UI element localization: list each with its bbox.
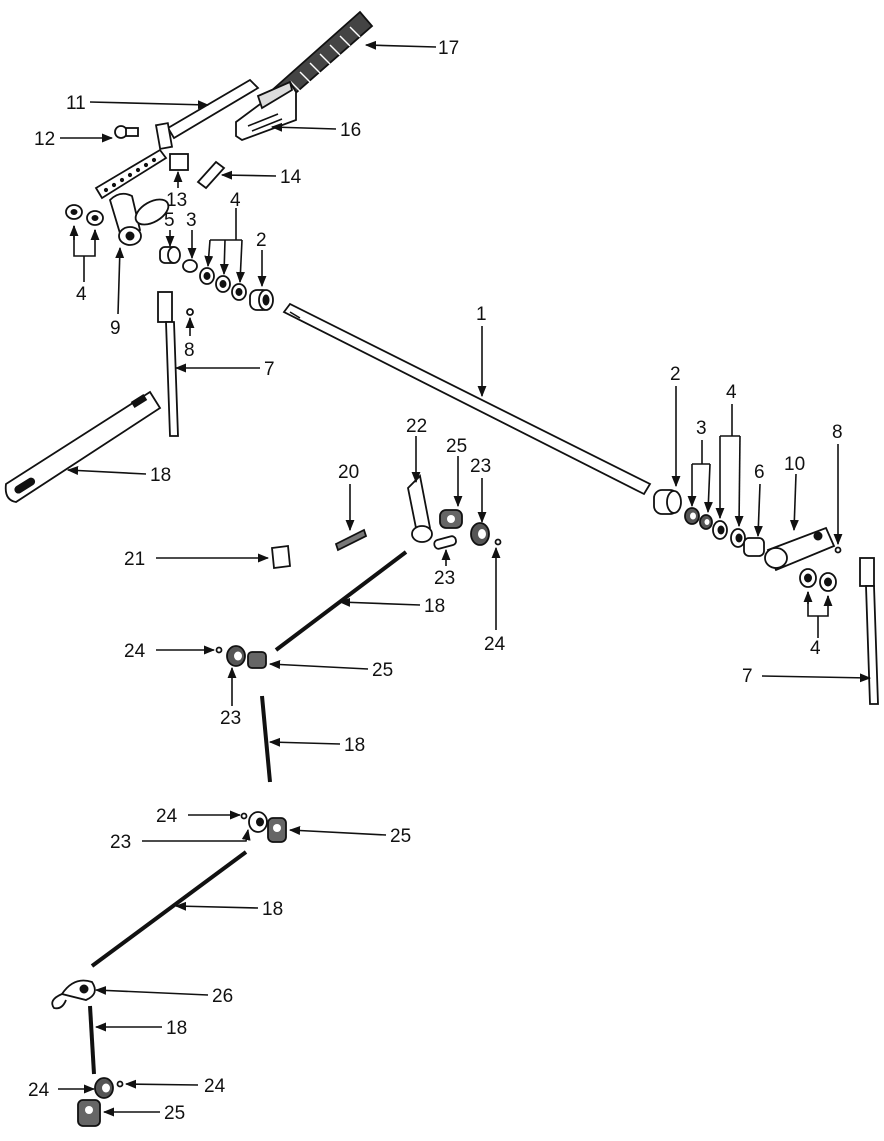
- cotter-pin-left: [186, 308, 194, 316]
- swivel-block-lower: [267, 817, 287, 843]
- link-rod-part-left: [157, 291, 179, 437]
- callout-6: 6: [754, 462, 765, 483]
- bushing-part-right: [743, 537, 765, 557]
- callout-23-lower: 23: [110, 832, 131, 853]
- callout-7-right: 7: [742, 666, 753, 687]
- callout-4-right-bottom: 4: [810, 638, 821, 659]
- swivel-block-upper: [439, 509, 463, 529]
- callout-25-upper: 25: [446, 436, 467, 457]
- rod-part-bottom: [88, 1005, 96, 1075]
- washer-pair-right: [799, 568, 837, 592]
- cotter-pin-lower: [240, 812, 248, 820]
- callout-4-right-top: 4: [726, 382, 737, 403]
- callout-8-left: 8: [184, 340, 195, 361]
- callout-17: 18: [150, 465, 171, 486]
- callout-18-mid: 18: [344, 735, 365, 756]
- rod-part: [166, 78, 260, 140]
- bushing-part: [159, 246, 181, 264]
- callout-9: 9: [110, 318, 121, 339]
- callout-10: 10: [784, 454, 805, 475]
- main-shaft-part: [282, 302, 652, 496]
- callout-24-lower: 24: [156, 806, 178, 827]
- lever-bar-part: [4, 390, 162, 503]
- callout-24-mid: 24: [124, 641, 146, 662]
- callout-7-left: 7: [264, 359, 275, 380]
- washer-set-left: [199, 267, 247, 301]
- link-rod-part-right: [859, 557, 879, 705]
- block-part: [169, 153, 189, 171]
- nut-bottom: [94, 1077, 114, 1099]
- callout-23-upper: 23: [470, 456, 491, 477]
- bearing-part-right: [653, 489, 682, 515]
- cotter-pin-upper: [494, 538, 502, 546]
- rod-part-lower: [90, 850, 248, 968]
- callout-5: 5: [164, 210, 175, 231]
- spring-link-part: [334, 528, 368, 552]
- callout-23-bottom: 24: [28, 1080, 50, 1101]
- callout-21: 22: [406, 416, 427, 437]
- upper-arm-part: [407, 474, 433, 543]
- cotter-pin-bottom: [116, 1080, 124, 1088]
- callout-19: 20: [338, 462, 359, 483]
- callout-3-left: 3: [186, 210, 197, 231]
- callout-1: 1: [476, 304, 487, 325]
- swivel-block-bottom: [77, 1099, 101, 1127]
- cotter-pin-mid: [215, 646, 223, 654]
- callout-4-triple: 4: [230, 190, 241, 211]
- callout-26: 26: [212, 986, 233, 1007]
- callout-25-mid: 25: [372, 660, 393, 681]
- nut-lower: [248, 811, 268, 833]
- crank-arm-part: [108, 192, 170, 246]
- swivel-block-mid: [247, 651, 267, 669]
- bolt-part: [114, 125, 139, 139]
- perforated-lever-part: [94, 122, 174, 200]
- crank-arm-part-right: [764, 526, 836, 572]
- callout-2-left: 2: [256, 230, 267, 251]
- callout-18-bottom: 18: [166, 1018, 187, 1039]
- ring-set-right: [684, 507, 713, 530]
- callout-2-right: 2: [670, 364, 681, 385]
- pin-part-upper: [433, 535, 457, 550]
- callout-13: 13: [166, 190, 187, 211]
- callout-22: 23: [434, 568, 455, 589]
- rod-part-upper: [274, 550, 408, 652]
- callout-8-right: 8: [832, 422, 843, 443]
- callout-25-lower: 25: [390, 826, 411, 847]
- callout-25-bottom: 25: [164, 1103, 185, 1124]
- callout-15: 16: [340, 120, 361, 141]
- small-bracket-part: [271, 544, 291, 570]
- nut-upper: [470, 522, 490, 546]
- callout-18-lower: 18: [262, 899, 283, 920]
- callout-24-bottom: 24: [204, 1076, 226, 1097]
- leader-lines: [58, 40, 872, 1117]
- ring-part-left: [182, 259, 198, 273]
- rod-part-mid: [260, 695, 272, 783]
- callout-11: 11: [66, 93, 86, 114]
- eye-link-part: [51, 979, 96, 1010]
- callout-14: 14: [280, 167, 302, 188]
- callout-18-upper: 18: [424, 596, 445, 617]
- callout-labels: 17 11 16 12 14 13 4 5 3 2 4 9 8 7 1 18 2…: [28, 38, 843, 1124]
- washer-set-right: [712, 520, 746, 548]
- nut-mid: [226, 645, 246, 667]
- callout-20: 21: [124, 549, 145, 570]
- callout-12: 12: [34, 129, 55, 150]
- callout-4-left: 4: [76, 284, 87, 305]
- washer-pair-left: [65, 204, 104, 226]
- bearing-part-left: [249, 289, 274, 311]
- clip-part: [196, 160, 226, 190]
- callout-24-upper: 24: [484, 634, 506, 655]
- cotter-pin-right: [834, 546, 842, 554]
- callout-3-right: 3: [696, 418, 707, 439]
- callout-23-mid: 23: [220, 708, 241, 729]
- callout-16: 17: [438, 38, 459, 59]
